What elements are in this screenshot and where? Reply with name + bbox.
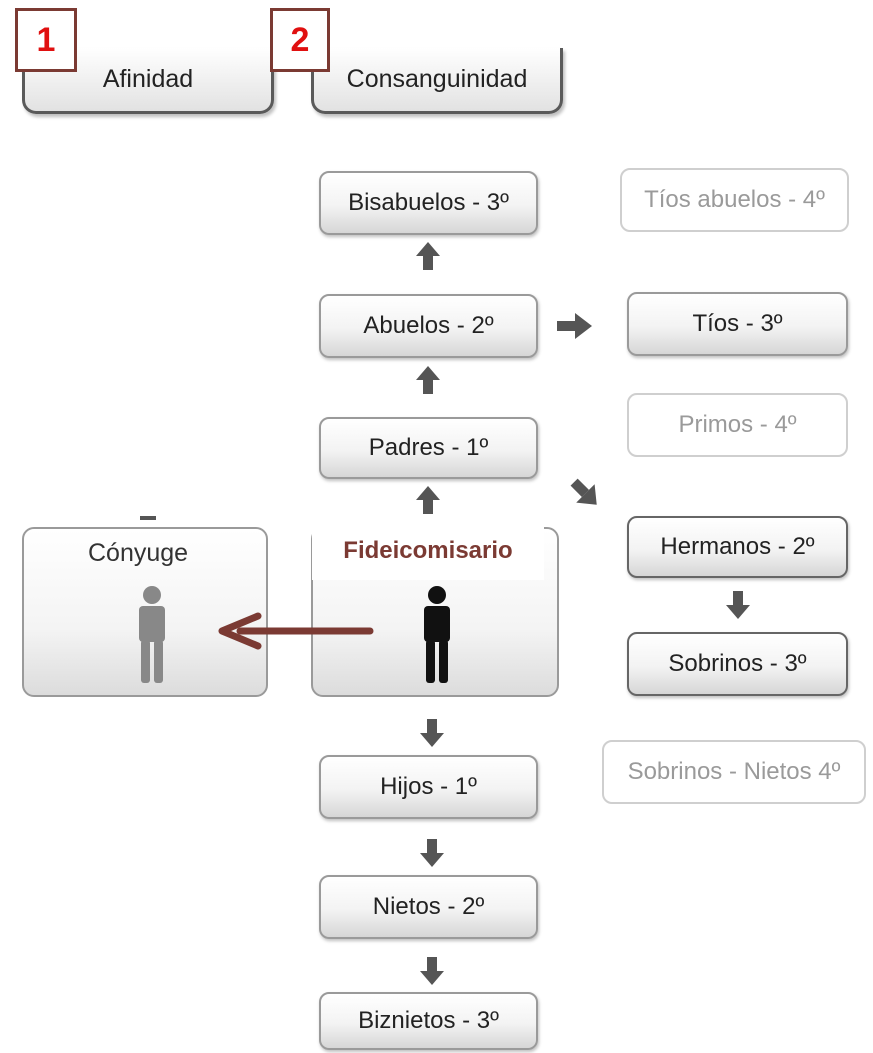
node-tios-abuelos: Tíos abuelos - 4º	[620, 168, 849, 232]
badge-number-1: 1	[15, 8, 77, 72]
tab-afinidad-label: Afinidad	[102, 65, 194, 93]
arrow-up-icon	[416, 242, 440, 270]
arrow-up-icon	[416, 486, 440, 514]
node-hijos: Hijos - 1º	[319, 755, 538, 819]
node-primos: Primos - 4º	[627, 393, 848, 457]
person-gray-icon	[139, 586, 165, 683]
arrow-up-icon	[416, 366, 440, 394]
arrow-down-icon	[420, 719, 444, 747]
arrow-diagonal-icon	[570, 478, 597, 505]
arrow-down-icon	[420, 839, 444, 867]
node-bisabuelos: Bisabuelos - 3º	[319, 171, 538, 235]
tab-afinidad[interactable]: Afinidad	[22, 48, 274, 114]
node-padres: Padres - 1º	[319, 417, 538, 479]
node-biznietos: Biznietos - 3º	[319, 992, 538, 1050]
arrow-left-icon	[218, 612, 374, 650]
tab-consanguinidad-label: Consanguinidad	[346, 65, 528, 93]
badge-number-2: 2	[270, 8, 330, 72]
tab-consanguinidad[interactable]: Consanguinidad	[311, 48, 563, 114]
node-abuelos: Abuelos - 2º	[319, 294, 538, 358]
node-sobrinos-nietos: Sobrinos - Nietos 4º	[602, 740, 866, 804]
node-sobrinos: Sobrinos - 3º	[627, 632, 848, 696]
node-tios: Tíos - 3º	[627, 292, 848, 356]
fideicomisario-label: Fideicomisario	[312, 522, 544, 580]
arrow-right-icon	[557, 313, 592, 339]
arrow-down-icon	[420, 957, 444, 985]
node-nietos: Nietos - 2º	[319, 875, 538, 939]
person-black-icon	[424, 586, 450, 683]
conyuge-label: Cónyuge	[88, 539, 189, 567]
node-hermanos: Hermanos - 2º	[627, 516, 848, 578]
divider	[22, 512, 156, 520]
arrow-down-icon	[726, 591, 750, 619]
